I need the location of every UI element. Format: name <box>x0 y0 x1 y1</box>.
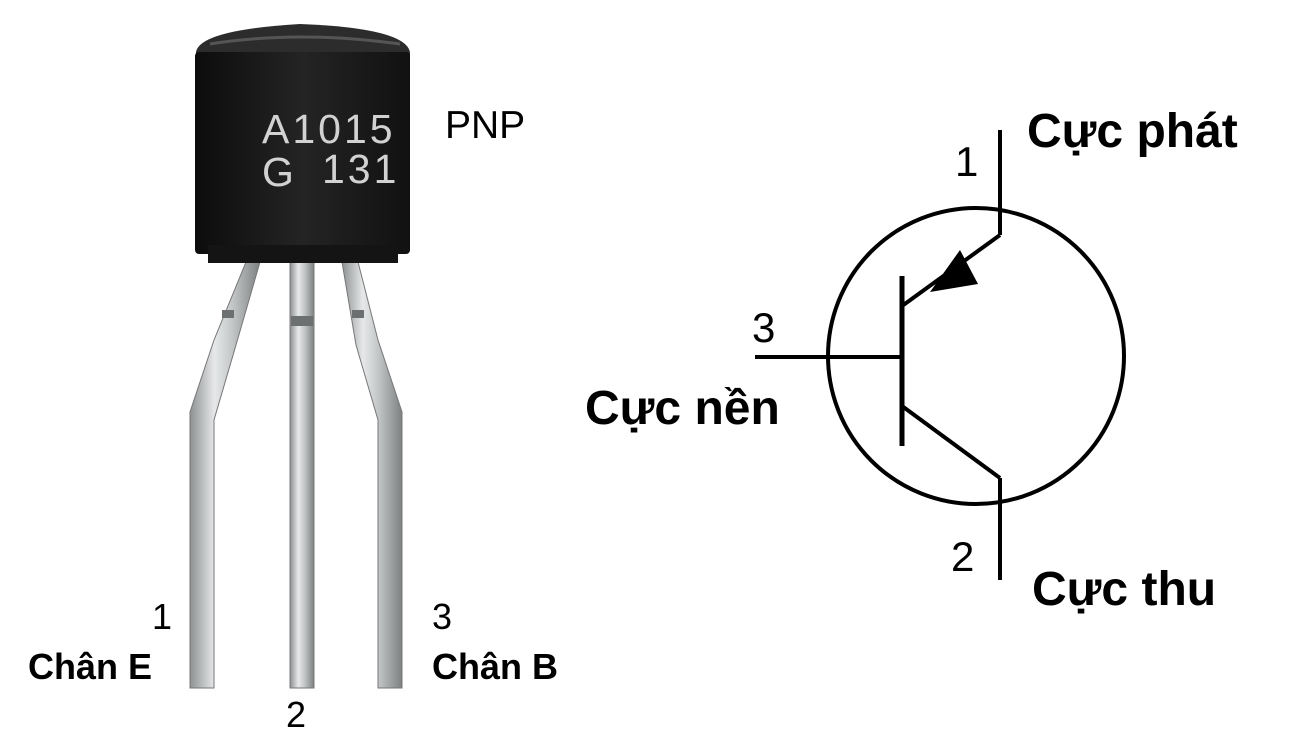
collector-label: Cực thu <box>1032 563 1217 616</box>
base-label: Cực nền <box>585 382 780 435</box>
marking-line-2-right: 131 <box>322 146 400 192</box>
marking-line-2-left: G <box>262 149 297 195</box>
photo-pin-1-number: 1 <box>152 596 173 637</box>
emitter-number: 1 <box>955 138 979 185</box>
type-label: PNP <box>445 104 526 147</box>
base-number: 3 <box>752 304 776 351</box>
photo-pin-3-name: Chân B <box>432 646 558 687</box>
lead-pin-1 <box>189 261 261 689</box>
photo-pin-3-number: 3 <box>432 596 453 637</box>
lead-pin-3 <box>341 261 403 689</box>
transistor-body <box>195 52 410 254</box>
emitter-arrow <box>930 250 978 292</box>
pnp-symbol <box>755 130 1126 580</box>
photo-pin-1-name: Chân E <box>28 646 153 687</box>
marking-line-1: A1015 <box>262 106 396 152</box>
photo-pin-2-number: 2 <box>286 694 307 735</box>
emitter-label: Cực phát <box>1027 105 1238 158</box>
transistor-photo <box>189 24 410 689</box>
collector-number: 2 <box>951 533 975 580</box>
collector-diagonal <box>900 404 1002 480</box>
